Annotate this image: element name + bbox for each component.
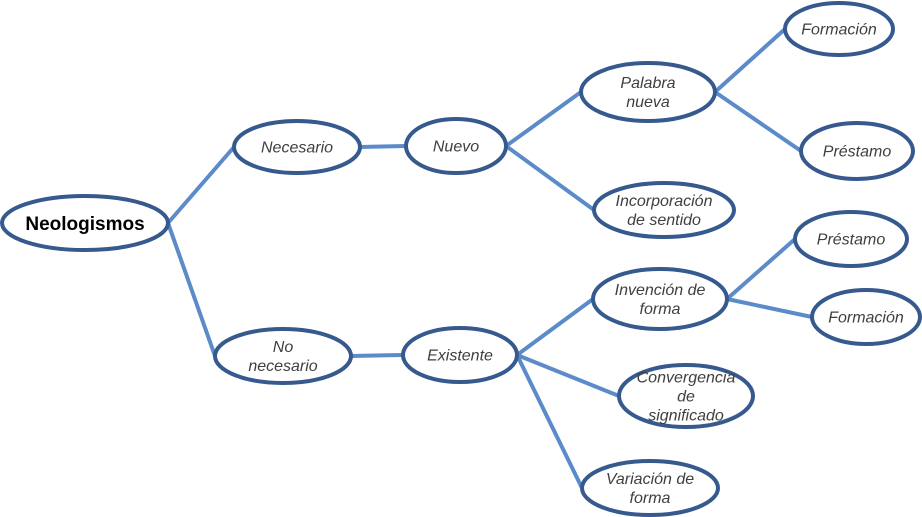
node-label-prestamo-existente: Préstamo bbox=[817, 232, 886, 249]
node-ellipse-formacion-nuevo bbox=[783, 1, 895, 57]
edge-nuevo-to-incorporacion-de-sentido bbox=[504, 144, 596, 212]
node-ellipse-convergencia-de-significado bbox=[617, 363, 755, 429]
node-label-formacion-existente: Formación bbox=[828, 310, 904, 327]
node-nuevo: Nuevo bbox=[404, 117, 508, 175]
edge-neologismos-to-necesario bbox=[166, 145, 236, 225]
node-necesario: Necesario bbox=[232, 119, 362, 175]
edge-neologismos-to-no-necesario bbox=[166, 221, 217, 358]
node-ellipse-variacion-de-forma bbox=[580, 459, 720, 517]
node-ellipse-formacion-existente bbox=[810, 288, 922, 346]
edge-palabra-nueva-to-prestamo-nuevo bbox=[713, 90, 803, 153]
node-label-necesario: Necesario bbox=[261, 140, 333, 157]
node-neologismos: Neologismos bbox=[0, 194, 170, 252]
node-ellipse-existente bbox=[401, 326, 519, 384]
node-prestamo-nuevo: Préstamo bbox=[799, 121, 915, 181]
node-label-existente: Existente bbox=[427, 348, 493, 365]
edge-no-necesario-to-existente bbox=[349, 353, 405, 358]
edge-existente-to-convergencia-de-significado bbox=[515, 353, 621, 398]
edge-invencion-de-forma-to-formacion-existente bbox=[725, 297, 814, 319]
node-ellipse-invencion-de-forma bbox=[591, 267, 729, 331]
edge-invencion-de-forma-to-prestamo-existente bbox=[725, 237, 797, 301]
node-formacion-nuevo: Formación bbox=[783, 1, 895, 57]
node-ellipse-prestamo-existente bbox=[793, 210, 909, 268]
edge-necesario-to-nuevo bbox=[358, 144, 408, 149]
edge-existente-to-invencion-de-forma bbox=[515, 297, 595, 357]
node-ellipse-necesario bbox=[232, 119, 362, 175]
edge-existente-to-variacion-de-forma bbox=[515, 353, 584, 490]
node-label-formacion-nuevo: Formación bbox=[801, 22, 877, 39]
node-label-prestamo-nuevo: Préstamo bbox=[823, 144, 892, 161]
node-ellipse-prestamo-nuevo bbox=[799, 121, 915, 181]
node-ellipse-nuevo bbox=[404, 117, 508, 175]
edge-nuevo-to-palabra-nueva bbox=[504, 90, 583, 148]
edge-palabra-nueva-to-formacion-nuevo bbox=[713, 27, 787, 94]
node-ellipse-neologismos bbox=[0, 194, 170, 252]
node-ellipse-palabra-nueva bbox=[579, 61, 717, 123]
node-ellipse-incorporacion-de-sentido bbox=[592, 181, 736, 239]
node-prestamo-existente: Préstamo bbox=[793, 210, 909, 268]
node-label-neologismos: Neologismos bbox=[25, 214, 144, 235]
node-existente: Existente bbox=[401, 326, 519, 384]
node-ellipse-no-necesario bbox=[213, 327, 353, 385]
node-formacion-existente: Formación bbox=[810, 288, 922, 346]
node-label-nuevo: Nuevo bbox=[433, 139, 479, 156]
